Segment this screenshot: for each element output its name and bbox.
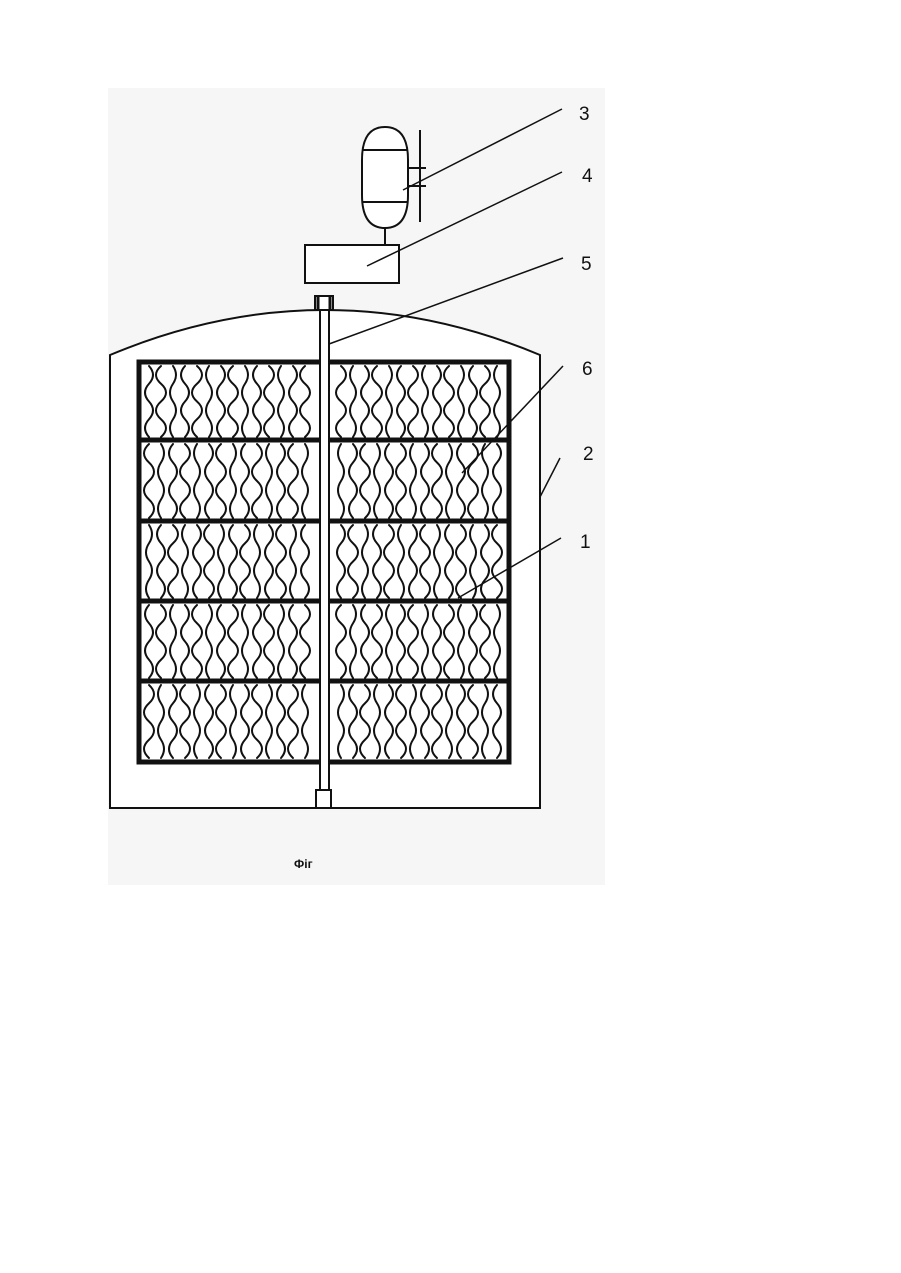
callout-5: 5 [581,254,592,275]
figure-caption: Фіг [294,857,313,871]
drive-box [305,245,399,283]
callout-4: 4 [582,166,593,187]
callout-1: 1 [580,532,591,553]
motor-body [362,127,408,228]
shaft-body [320,297,329,791]
shaft-foot [316,790,331,808]
callout-2: 2 [583,444,594,465]
callout-6: 6 [582,359,593,380]
callout-3: 3 [579,104,590,125]
